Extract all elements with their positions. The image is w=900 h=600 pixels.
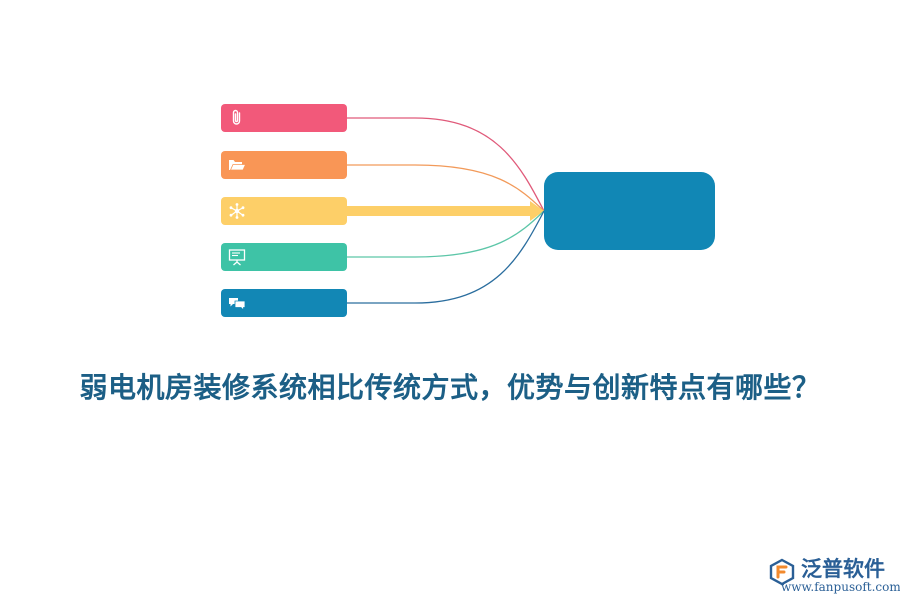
- presentation-board-icon: [228, 249, 246, 266]
- folder-icon: [229, 160, 247, 171]
- item-pill-paperclip: [221, 104, 347, 132]
- item-pill-chat: [221, 289, 347, 317]
- network-icon: [229, 203, 245, 219]
- brand-url: www.fanpusoft.com: [781, 580, 900, 594]
- diagram-caption: 弱电机房装修系统相比传统方式，优势与创新特点有哪些？: [79, 371, 821, 404]
- connector-folder: [347, 164, 545, 212]
- fanpu-logo-icon: [769, 558, 795, 586]
- item-pill-presentation: [221, 243, 347, 271]
- chat-bubbles-icon: [229, 298, 246, 311]
- item-pill-folder: [221, 151, 347, 179]
- brand-name: 泛普软件: [801, 557, 885, 581]
- connector-network-arrow-shaft: [347, 206, 532, 216]
- paperclip-icon: [232, 109, 241, 125]
- connector-presentation: [347, 210, 545, 258]
- connector-network-arrow-head: [530, 201, 544, 221]
- connector-paperclip: [347, 117, 545, 212]
- item-pill-network: [221, 197, 347, 225]
- connector-chat: [347, 210, 545, 304]
- central-target-node: [544, 172, 715, 250]
- brand-logo: 泛普软件 www.fanpusoft.com: [765, 553, 900, 597]
